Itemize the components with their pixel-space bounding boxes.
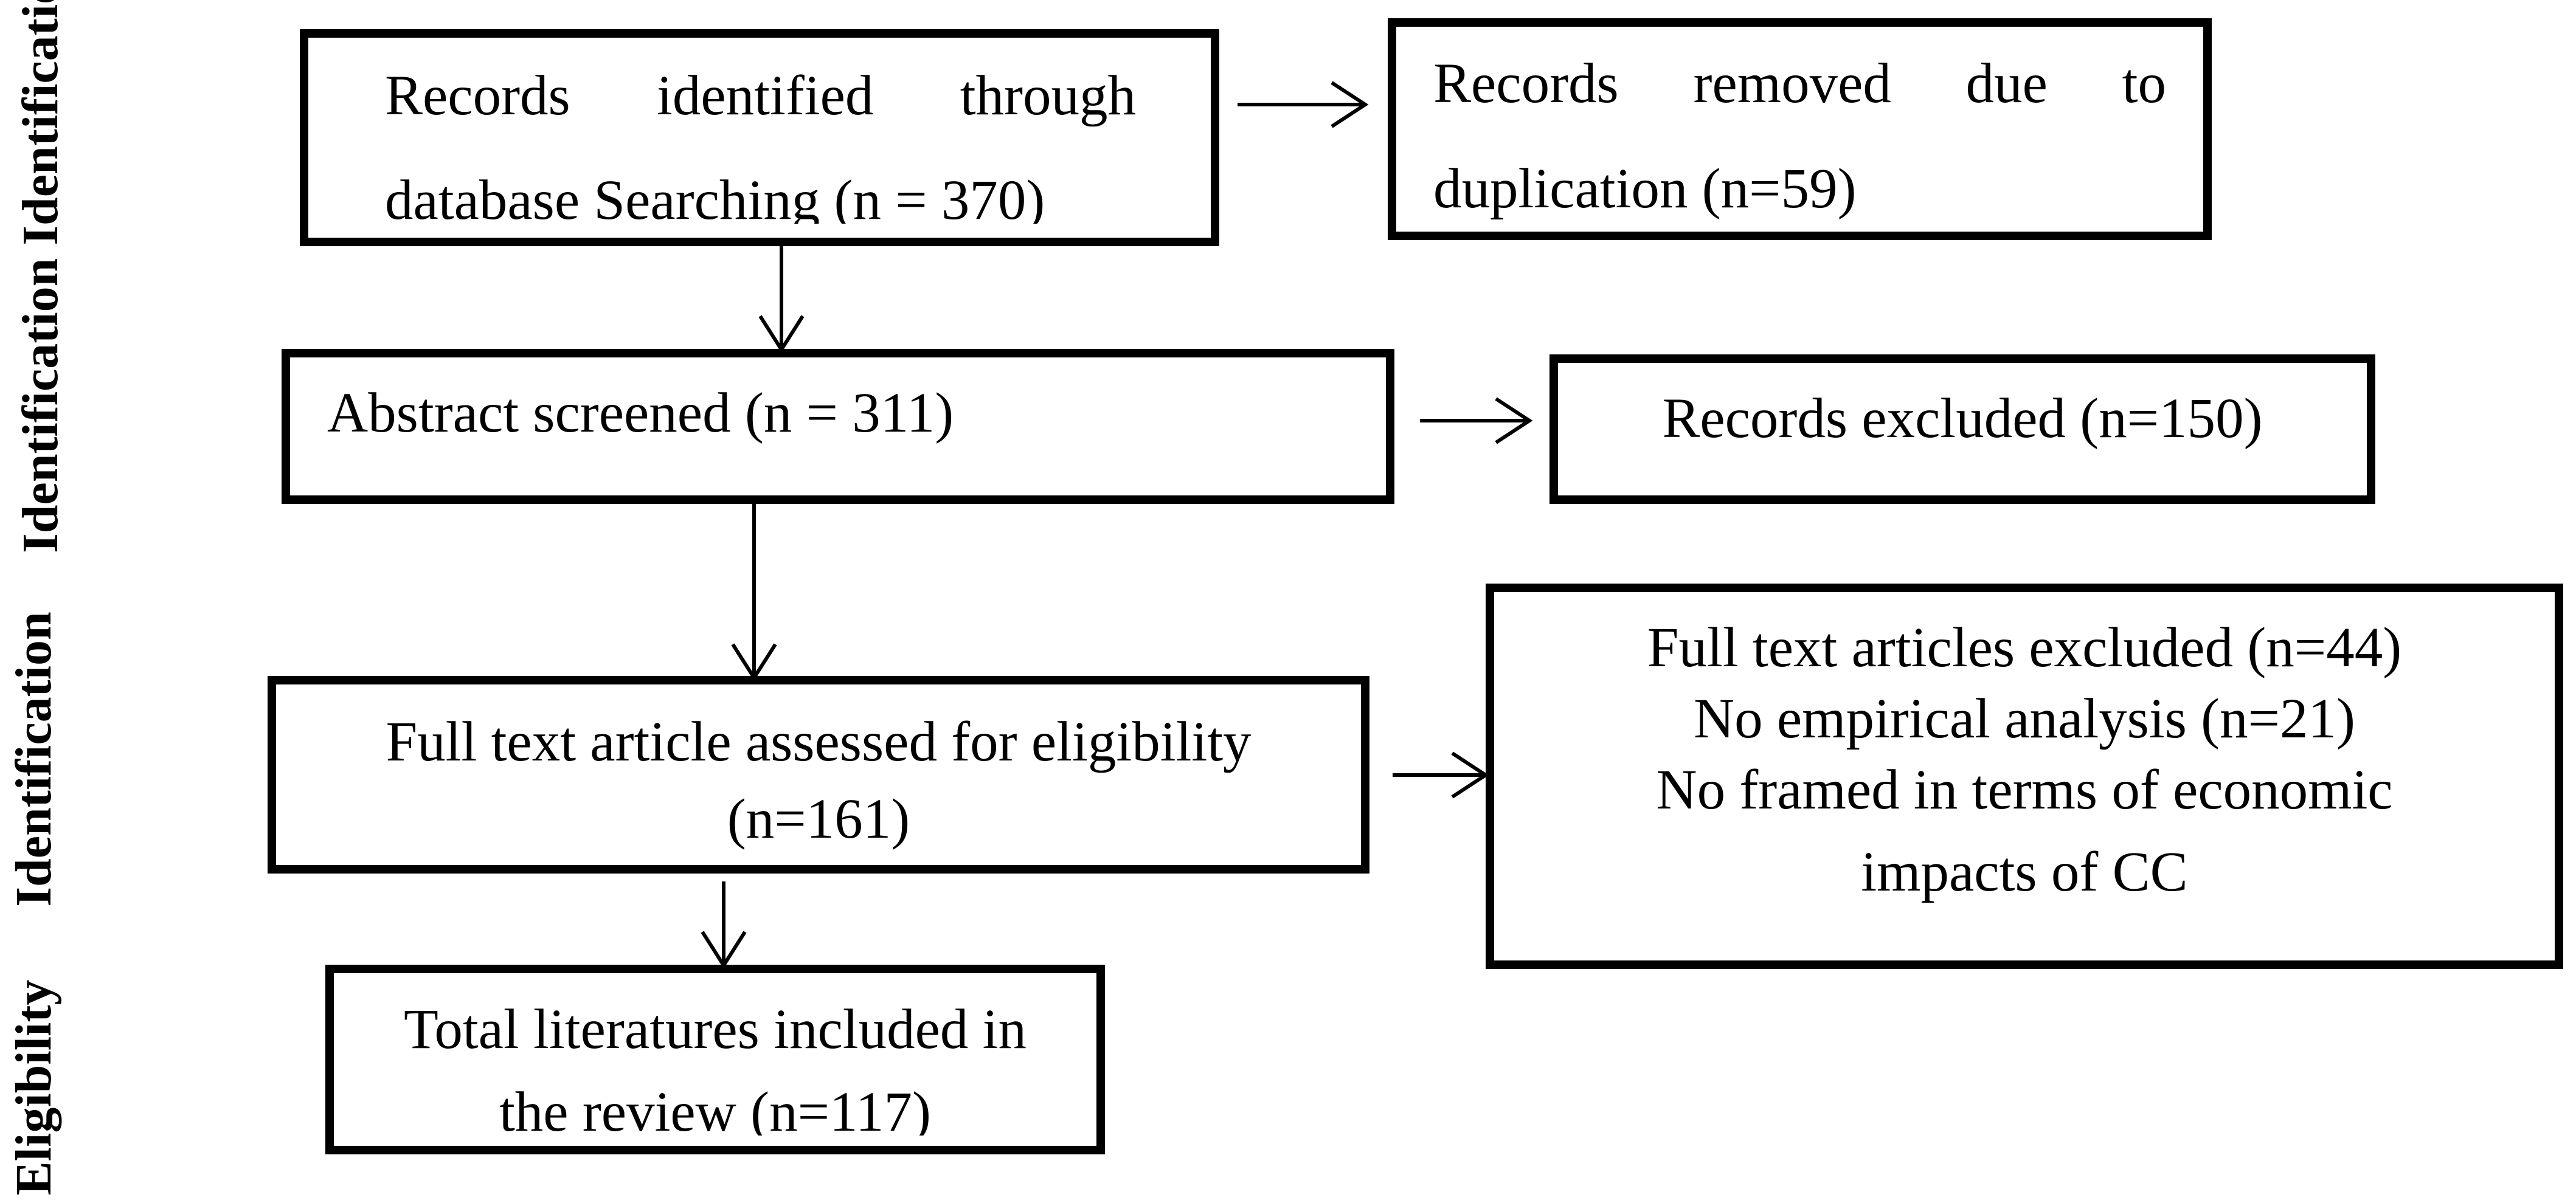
- records-identified-line2: database Searching (n = 370): [385, 169, 1045, 224]
- arrow-to-abstract-screened: [758, 231, 805, 353]
- full-text-assessed-box: [268, 676, 1369, 874]
- records-removed-word-4: to: [2122, 52, 2166, 115]
- full-text-excluded-line2: No empirical analysis (n=21): [1693, 688, 2356, 750]
- full-text-excluded-line3: No framed in terms of economic: [1656, 759, 2393, 821]
- records-removed-box: [1388, 18, 2212, 240]
- records-excluded-label: Records excluded (n=150): [1662, 387, 2263, 450]
- full-text-assessed-line1: Full text article assessed for eligibili…: [386, 711, 1252, 773]
- records-removed-word-1: Records: [1433, 52, 1619, 115]
- total-included-box: [325, 965, 1105, 1154]
- arrow-to-records-excluded: [1420, 397, 1533, 444]
- records-excluded-box: [1549, 354, 2375, 504]
- stage-label-identification-top: Identification Identification: [12, 0, 69, 553]
- arrow-to-full-text-excluded: [1393, 751, 1489, 799]
- total-included-line2: the review (n=117): [499, 1081, 932, 1136]
- arrow-to-full-text-assessed: [731, 502, 777, 681]
- total-included-line1: Total literatures included in: [404, 998, 1027, 1061]
- full-text-excluded-line1: Full text articles excluded (n=44): [1647, 616, 2402, 679]
- full-text-excluded-line4: impacts of CC: [1861, 841, 2188, 903]
- records-identified-word-2: identified: [657, 64, 874, 127]
- arrow-to-records-removed: [1238, 81, 1369, 128]
- arrow-to-total-included: [701, 881, 747, 969]
- records-removed-line1: Records removed due to: [1433, 49, 2166, 119]
- records-identified-word-3: through: [960, 64, 1136, 127]
- full-text-excluded-box: [1486, 584, 2563, 969]
- stage-label-identification-middle: Identification: [5, 612, 62, 907]
- records-identified-word-1: Records: [385, 64, 570, 127]
- records-removed-word-3: due: [1965, 52, 2048, 115]
- abstract-screened-box: [282, 349, 1394, 504]
- stage-label-eligibility: Eligibility: [5, 979, 62, 1196]
- records-removed-line2: duplication (n=59): [1433, 157, 1857, 220]
- records-removed-word-2: removed: [1693, 52, 1891, 115]
- records-identified-line1: Records identified through: [385, 61, 1136, 131]
- records-identified-box: [300, 29, 1219, 246]
- abstract-screened-label: Abstract screened (n = 311): [327, 382, 954, 444]
- full-text-assessed-line2: (n=161): [727, 788, 910, 850]
